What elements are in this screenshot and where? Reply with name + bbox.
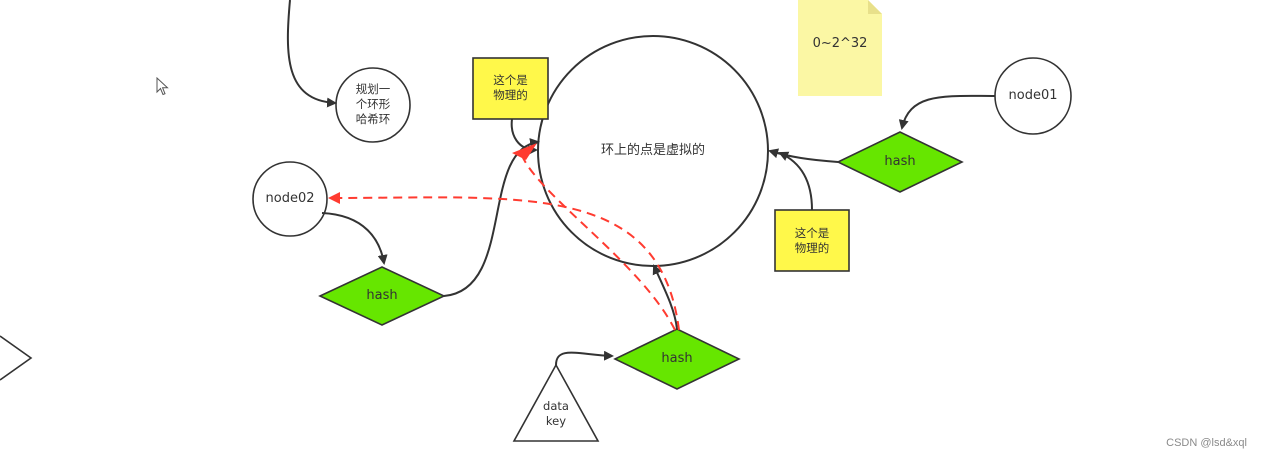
data-key-line-1: data [543,399,569,413]
arrow-hash-left-to-ring [443,138,540,297]
plan-label-line-2: 个环形 [355,97,391,111]
watermark: CSDN @lsd&xql [1166,437,1247,449]
range-sticky-note [798,0,882,96]
red-arrowhead-ring-left [512,143,537,160]
hash-bottom-label: hash [661,351,693,366]
hash-bottom-diamond [613,328,741,390]
arrow-top-to-plan [286,0,337,108]
hash-left-label: hash [366,288,398,303]
plan-label-line-1: 规划一 [355,82,391,96]
hash-right-diamond [836,131,964,193]
dashed-arrow-to-ring-point [519,149,676,331]
hash-right-label: hash [884,154,916,169]
physical-note-top-box [472,57,549,120]
partial-shape-left-edge [0,335,33,381]
physical-note-right-label: 这个是 物理的 [775,226,849,256]
arrow-node02-to-hash [321,212,388,265]
data-key-line-2: key [545,414,567,428]
range-note-label: 0~2^32 [812,36,868,51]
plan-label: 规划一 个环形 哈希环 [343,82,403,127]
node02-label: node02 [265,191,315,206]
data-key-label: data key [526,399,586,429]
physical-note-right-line-2: 物理的 [794,241,830,255]
data-key-triangle [512,363,600,442]
arrow-node01-to-hash [898,94,996,130]
physical-note-top-line-1: 这个是 [493,73,528,87]
physical-note-top-line-2: 物理的 [493,88,528,102]
arrow-datakey-to-hash [555,350,614,366]
ring-label: 环上的点是虚拟的 [600,143,705,158]
physical-note-right-line-1: 这个是 [794,226,830,240]
physical-note-top-label: 这个是 物理的 [473,73,548,103]
arrow-note-right-to-ring [778,151,813,211]
node02-circle [252,161,328,237]
plan-label-line-3: 哈希环 [355,112,391,126]
node01-label: node01 [1008,88,1058,103]
mouse-cursor-icon [156,77,169,96]
arrow-hash-to-ring-right [768,148,839,163]
arrow-hash-bottom-to-ring [652,264,678,330]
